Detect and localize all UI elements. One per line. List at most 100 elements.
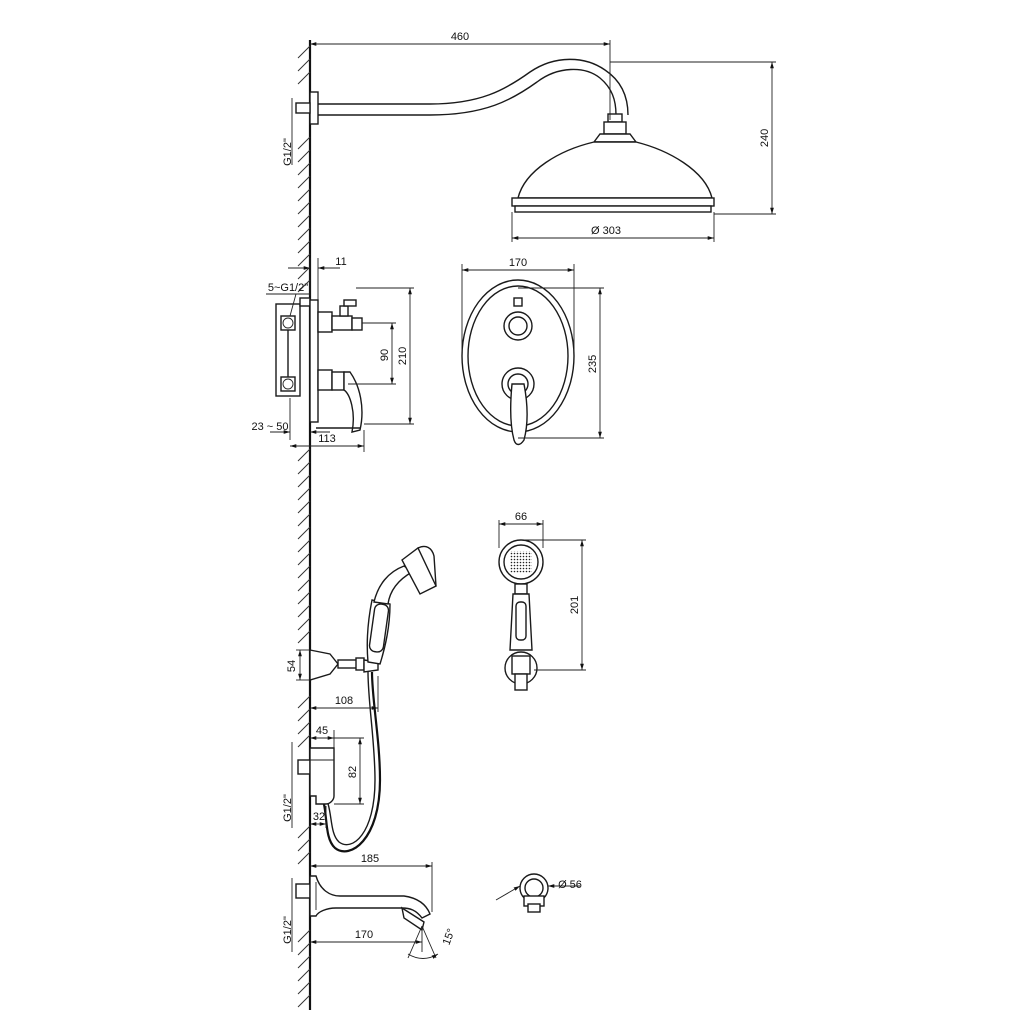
hatch-stroke <box>297 721 311 735</box>
hatch-stroke <box>297 136 311 150</box>
hatch-stroke <box>297 240 311 254</box>
dim-56-label: Ø 56 <box>558 879 582 891</box>
dim-82-label: 82 <box>347 766 359 778</box>
dim-210-label: 210 <box>397 347 409 365</box>
wall <box>297 40 312 1010</box>
g12-bottom-label: G1/2" <box>282 916 294 944</box>
hatch-stroke <box>297 461 311 475</box>
label-5-g12: 5~G1/2" <box>266 282 310 317</box>
wall-hatching <box>297 45 311 1008</box>
hatch-stroke <box>297 552 311 566</box>
hatch-stroke <box>297 474 311 488</box>
hatch-stroke <box>297 708 311 722</box>
dim-45: 45 <box>310 725 335 748</box>
hand-shower-front-view <box>498 539 544 691</box>
label-g12-top: G1/2" <box>282 98 294 166</box>
hatch-stroke <box>297 266 311 280</box>
hatch-stroke <box>297 981 311 995</box>
hatch-stroke <box>297 58 311 72</box>
hatch-stroke <box>297 838 311 852</box>
dim-210: 210 <box>356 287 414 425</box>
dim-23-50: 23 ~ 50 <box>251 398 330 440</box>
hand-shower-side-view <box>309 545 437 681</box>
g12-5-label: 5~G1/2" <box>268 282 308 294</box>
label-g12-bottom: G1/2" <box>282 878 294 952</box>
dim-460-label: 460 <box>451 31 469 43</box>
dim-201-label: 201 <box>569 596 581 614</box>
hatch-stroke <box>297 253 311 267</box>
hatch-stroke <box>297 578 311 592</box>
hatch-stroke <box>297 45 311 59</box>
wall-outlet-side-view <box>297 747 335 805</box>
outlet-front-view: Ø 56 <box>495 873 582 913</box>
label-g12-mid: G1/2" <box>282 742 294 828</box>
dim-170-top-label: 170 <box>509 257 527 269</box>
dim-240-label: 240 <box>759 129 771 147</box>
dim-108-label: 108 <box>335 695 353 707</box>
dim-23-50-label: 23 ~ 50 <box>251 421 288 433</box>
hatch-stroke <box>297 955 311 969</box>
dim-108: 108 <box>310 676 379 712</box>
dim-170-bottom-label: 170 <box>355 929 373 941</box>
shower-arm-side-view <box>295 58 715 213</box>
dim-66-label: 66 <box>515 511 527 523</box>
hatch-stroke <box>297 929 311 943</box>
dim-185: 185 <box>310 853 433 912</box>
hatch-stroke <box>297 448 311 462</box>
hatch-stroke <box>297 695 311 709</box>
dim-11: 11 <box>288 256 347 300</box>
hatch-stroke <box>297 630 311 644</box>
hatch-stroke <box>297 825 311 839</box>
hatch-stroke <box>297 539 311 553</box>
dim-303-label: Ø 303 <box>591 225 621 237</box>
hatch-stroke <box>297 175 311 189</box>
g12-top-label: G1/2" <box>282 138 294 166</box>
hatch-stroke <box>297 591 311 605</box>
dim-235: 235 <box>518 287 604 439</box>
hatch-stroke <box>297 500 311 514</box>
dim-32-label: 32 <box>313 811 325 823</box>
dim-54: 54 <box>286 649 310 681</box>
dim-170-bottom: 170 <box>310 926 423 952</box>
dim-15deg: 15° <box>407 925 458 959</box>
hatch-stroke <box>297 279 311 293</box>
dim-460: 460 <box>310 31 611 120</box>
hatch-stroke <box>297 214 311 228</box>
dim-90-label: 90 <box>379 349 391 361</box>
dim-201: 201 <box>521 539 586 671</box>
dim-303: Ø 303 <box>511 212 715 242</box>
mixer-side-view <box>275 297 363 433</box>
mixer-front-view <box>461 279 575 446</box>
dim-45-label: 45 <box>316 725 328 737</box>
hatch-stroke <box>297 162 311 176</box>
g12-mid-label: G1/2" <box>282 794 294 822</box>
hatch-stroke <box>297 227 311 241</box>
dim-66: 66 <box>498 511 544 548</box>
hatch-stroke <box>297 851 311 865</box>
dim-11-label: 11 <box>335 256 346 268</box>
hatch-stroke <box>297 526 311 540</box>
dim-82: 82 <box>334 737 364 805</box>
dim-170-top: 170 <box>461 257 575 352</box>
dim-240: 240 <box>610 61 776 215</box>
bath-spout-side-view <box>295 875 431 932</box>
dim-235-label: 235 <box>587 355 599 373</box>
hatch-stroke <box>297 617 311 631</box>
dim-113: 113 <box>290 430 365 452</box>
hatch-stroke <box>297 942 311 956</box>
hatch-stroke <box>297 188 311 202</box>
dim-90: 90 <box>348 322 396 385</box>
dim-32: 32 <box>310 806 327 828</box>
dim-185-label: 185 <box>361 853 379 865</box>
dim-54-label: 54 <box>286 660 298 672</box>
hatch-stroke <box>297 968 311 982</box>
dim-113-label: 113 <box>318 433 336 445</box>
hatch-stroke <box>297 604 311 618</box>
dim-15-label: 15° <box>441 927 458 947</box>
hatch-stroke <box>297 565 311 579</box>
hatch-stroke <box>297 71 311 85</box>
hatch-stroke <box>297 994 311 1008</box>
hatch-stroke <box>297 734 311 748</box>
hatch-stroke <box>297 149 311 163</box>
